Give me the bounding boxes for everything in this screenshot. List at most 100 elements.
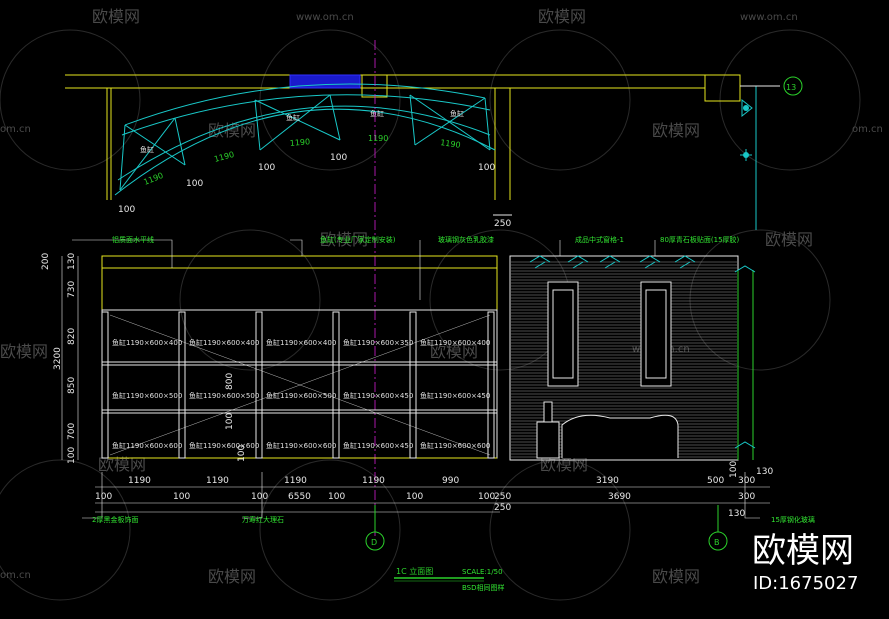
dim-bottom: 100 [95, 492, 112, 502]
dim-left: 730 [67, 281, 77, 298]
dim-left: 200 [41, 253, 51, 270]
dim-right: 100 [729, 461, 739, 478]
dim-bottom: 100 [251, 492, 268, 502]
plan-dim: 1190 [440, 138, 461, 150]
drawing-subtitle: BSD相同图样 [462, 583, 505, 592]
plan-dim: 100 [258, 163, 275, 173]
tank-label: 鱼缸1190×600×400 [420, 338, 490, 347]
dim-bottom: 300 [738, 476, 755, 486]
annotation: 铝质面水平线 [112, 235, 154, 244]
dim-bottom: 1190 [128, 476, 151, 486]
watermark-url: om.cn [852, 124, 883, 135]
annotation: 80厚青石板贴面(15厚胶) [660, 235, 740, 244]
annotation: 2厚黑金板饰面 [92, 515, 138, 524]
tank-label: 鱼缸1190×600×400 [189, 338, 259, 347]
annotation: 成品中式窗格-1 [575, 235, 624, 244]
plan-tank-label: 鱼缸 [286, 113, 300, 122]
brand-logo: 欧模网 [752, 531, 854, 571]
tank-label: 鱼缸1190×600×350 [343, 338, 413, 347]
tank-label: 鱼缸1190×600×450 [420, 391, 490, 400]
watermark-text: 欧模网 [208, 567, 256, 586]
plan-dim: 1190 [289, 137, 310, 148]
plan-dim: 100 [186, 179, 203, 189]
watermark-url: www.om.cn [296, 12, 354, 23]
dim-mid: 800 [225, 373, 235, 390]
dim-mid: 100 [225, 413, 235, 430]
watermark-url: www.om.cn [740, 12, 798, 23]
plan-dim: 1190 [142, 171, 164, 187]
dim-left: 130 [67, 253, 77, 270]
plan-dim: 100 [330, 153, 347, 163]
plan-dim: 250 [494, 219, 511, 229]
dim-bottom: 100 [478, 492, 495, 502]
tank-label: 鱼缸1190×600×400 [266, 338, 336, 347]
plan-dim: 1190 [213, 150, 235, 164]
dim-bottom: 1190 [362, 476, 385, 486]
tank-label: 鱼缸1190×600×450 [343, 391, 413, 400]
tank-label: 鱼缸1190×600×400 [112, 338, 182, 347]
annotation: 15厚钢化玻璃 [771, 515, 815, 524]
tank-label: 鱼缸1190×600×600 [420, 441, 490, 450]
plan-tank-label: 鱼缸 [140, 145, 154, 154]
plan-dim: 100 [118, 205, 135, 215]
callout-13: 13 [786, 83, 796, 92]
watermark-text: 欧模网 [98, 455, 146, 474]
watermark-text: 欧模网 [208, 121, 256, 140]
tank-label: 鱼缸1190×600×600 [189, 441, 259, 450]
watermark-text: 欧模网 [765, 230, 813, 249]
annotation: 万寿红大理石 [242, 515, 284, 524]
dim-total: 6550 [288, 492, 311, 502]
dim-left: 850 [67, 377, 77, 394]
watermark-url: om.cn [0, 570, 31, 581]
title-block: 1C 立面图 SCALE:1/50 BSD相同图样 [394, 566, 505, 592]
dim-bottom: 3190 [596, 476, 619, 486]
dim-bottom: 1190 [206, 476, 229, 486]
watermark-url: om.cn [0, 124, 31, 135]
watermark-text: 欧模网 [652, 567, 700, 586]
dim-left: 3200 [53, 347, 63, 370]
dim-bottom: 100 [328, 492, 345, 502]
dim-bottom: 990 [442, 476, 459, 486]
plan-view: 鱼缸 鱼缸 鱼缸 鱼缸 1190 1190 1190 1190 1190 100… [65, 74, 803, 230]
plan-tank-label: 鱼缸 [450, 109, 464, 118]
dim-left: 820 [67, 328, 77, 345]
tank-label: 鱼缸1190×600×500 [266, 391, 336, 400]
dim-left: 100 [67, 447, 77, 464]
watermark-text: 欧模网 [538, 7, 586, 26]
axis-d: D [371, 538, 377, 547]
watermark-text: 欧模网 [430, 342, 478, 361]
dim-bottom: 1190 [284, 476, 307, 486]
dim-mid: 100 [237, 445, 247, 462]
dim-bottom: 250 [494, 503, 511, 513]
tank-label: 鱼缸1190×600×600 [266, 441, 336, 450]
dim-bottom: 100 [406, 492, 423, 502]
watermark-text: 欧模网 [652, 121, 700, 140]
tank-label: 鱼缸1190×600×500 [189, 391, 259, 400]
drawing-title: 1C 立面图 [396, 566, 433, 576]
dim-bottom: 250 [494, 492, 511, 502]
annotation: 玻璃钢灰色乳胶漆 [438, 235, 494, 244]
dim-bottom: 130 [728, 509, 745, 519]
brand-id: ID:1675027 [753, 573, 858, 594]
dim-right: 130 [756, 467, 773, 477]
tank-label: 鱼缸1190×600×450 [343, 441, 413, 450]
watermark-text: 欧模网 [92, 7, 140, 26]
brand-block: 欧模网 ID:1675027 [752, 531, 858, 594]
plan-dim: 1190 [368, 134, 388, 143]
elevation-view: 鱼缸1190×600×400 鱼缸1190×600×400 鱼缸1190×600… [41, 40, 815, 551]
tank-label: 鱼缸1190×600×600 [112, 441, 182, 450]
watermark-text: 欧模网 [320, 230, 368, 249]
plan-dim: 100 [478, 163, 495, 173]
dim-bottom: 100 [173, 492, 190, 502]
drawing-scale: SCALE:1/50 [462, 568, 503, 576]
dim-bottom: 500 [707, 476, 724, 486]
dim-bottom: 300 [738, 492, 755, 502]
tank-label: 鱼缸1190×600×500 [112, 391, 182, 400]
axis-b: B [714, 538, 720, 547]
annotation: 鱼缸(专业厂家定制安装) [320, 235, 396, 244]
dim-left: 700 [67, 423, 77, 440]
watermark-layer: 欧模网 www.om.cn 欧模网 www.om.cn om.cn 欧模网 欧模… [0, 7, 883, 601]
watermark-text: 欧模网 [0, 342, 48, 361]
dim-total: 3690 [608, 492, 631, 502]
